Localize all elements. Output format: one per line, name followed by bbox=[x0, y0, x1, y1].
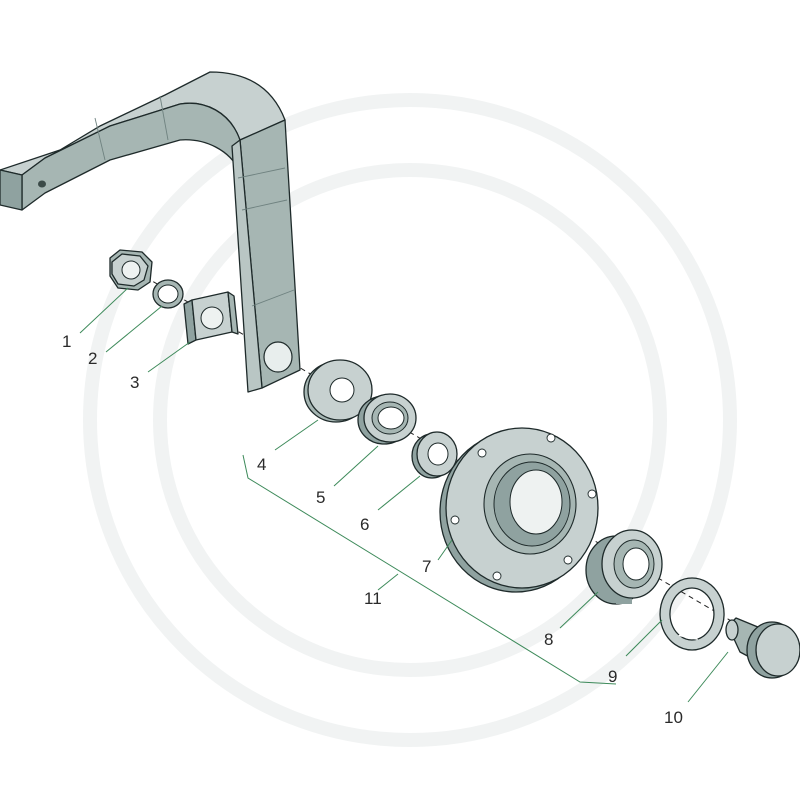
part-spacer-ring bbox=[411, 431, 458, 479]
part-hex-nut bbox=[109, 249, 153, 291]
part-hub-flange bbox=[439, 427, 599, 593]
callout-labels: 1 2 3 4 5 6 7 8 9 10 11 bbox=[62, 332, 683, 727]
part-pin bbox=[725, 617, 800, 679]
callout-11: 11 bbox=[364, 589, 382, 608]
part-bearing bbox=[585, 529, 663, 605]
callout-6: 6 bbox=[360, 515, 369, 534]
callout-1: 1 bbox=[62, 332, 71, 351]
part-seal-ring bbox=[357, 393, 417, 445]
arm-end-hole bbox=[38, 180, 46, 188]
leg-bore bbox=[263, 341, 293, 373]
callout-9: 9 bbox=[608, 667, 617, 686]
part-square-plate bbox=[183, 291, 239, 345]
callout-8: 8 bbox=[544, 630, 553, 649]
callout-3: 3 bbox=[130, 373, 139, 392]
background-watermark bbox=[83, 93, 737, 747]
flange-bolt-holes bbox=[450, 433, 597, 581]
part-flat-washer bbox=[303, 359, 373, 423]
callout-2: 2 bbox=[88, 349, 97, 368]
part-circlip bbox=[659, 577, 725, 651]
group-bracket-leader bbox=[242, 454, 617, 685]
callout-4: 4 bbox=[257, 455, 266, 474]
callout-7: 7 bbox=[422, 557, 431, 576]
part-spring-washer bbox=[152, 279, 184, 309]
leader-lines bbox=[79, 287, 729, 703]
tine-arm bbox=[0, 71, 301, 393]
callout-10: 10 bbox=[664, 708, 683, 727]
callout-5: 5 bbox=[316, 488, 325, 507]
